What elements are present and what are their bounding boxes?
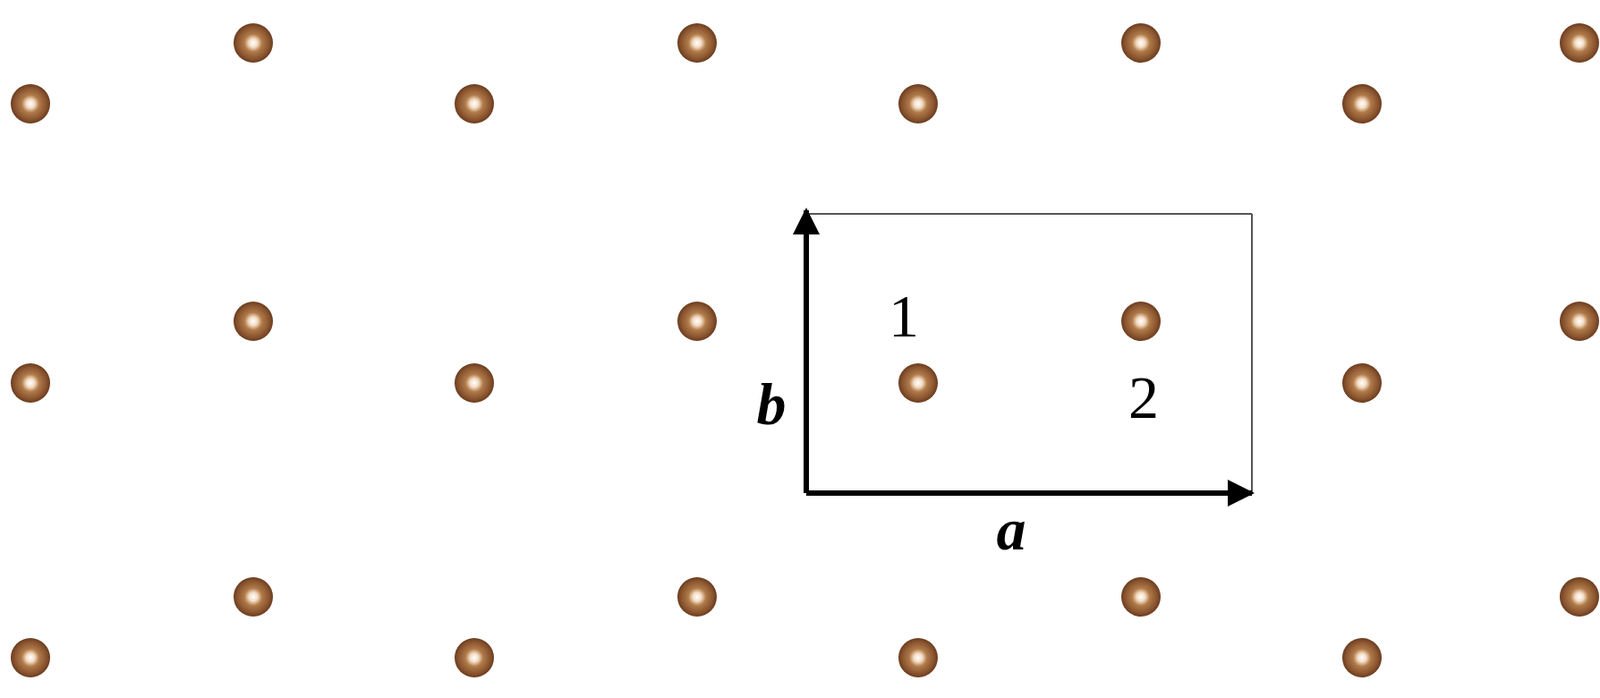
atom-sphere — [677, 577, 717, 617]
vector-label: a — [996, 500, 1027, 560]
atom-sphere — [454, 84, 494, 124]
lattice-vector — [803, 210, 809, 494]
cell-edge — [806, 212, 1252, 215]
atom-sphere — [1559, 577, 1600, 617]
atom-spheres — [10, 23, 1600, 678]
atom-sphere — [898, 84, 938, 124]
atom-sphere — [1342, 84, 1382, 124]
atom-sphere — [1121, 577, 1161, 617]
atom-sphere — [454, 363, 494, 403]
atom-sphere — [1559, 301, 1600, 341]
lattice-vector — [806, 490, 1252, 496]
atom-sphere — [10, 84, 51, 124]
cell-edge — [1251, 213, 1253, 494]
atom-sphere — [233, 23, 273, 63]
atom-sphere — [677, 301, 717, 341]
atom-sphere — [677, 23, 717, 63]
atom-sphere — [898, 363, 938, 403]
vector-label: b — [757, 374, 787, 435]
atom-sphere — [1121, 23, 1161, 63]
atom-number: 2 — [1128, 366, 1159, 428]
atom-sphere — [10, 638, 51, 678]
atom-sphere — [1559, 23, 1600, 63]
atom-sphere — [233, 301, 273, 341]
atom-sphere — [1342, 638, 1382, 678]
atom-sphere — [233, 577, 273, 617]
atom-sphere — [898, 638, 938, 678]
atom-sphere — [10, 363, 51, 403]
atom-sphere — [454, 638, 494, 678]
atom-number: 1 — [888, 285, 920, 347]
atom-sphere — [1342, 363, 1382, 403]
atom-sphere — [1121, 301, 1161, 341]
